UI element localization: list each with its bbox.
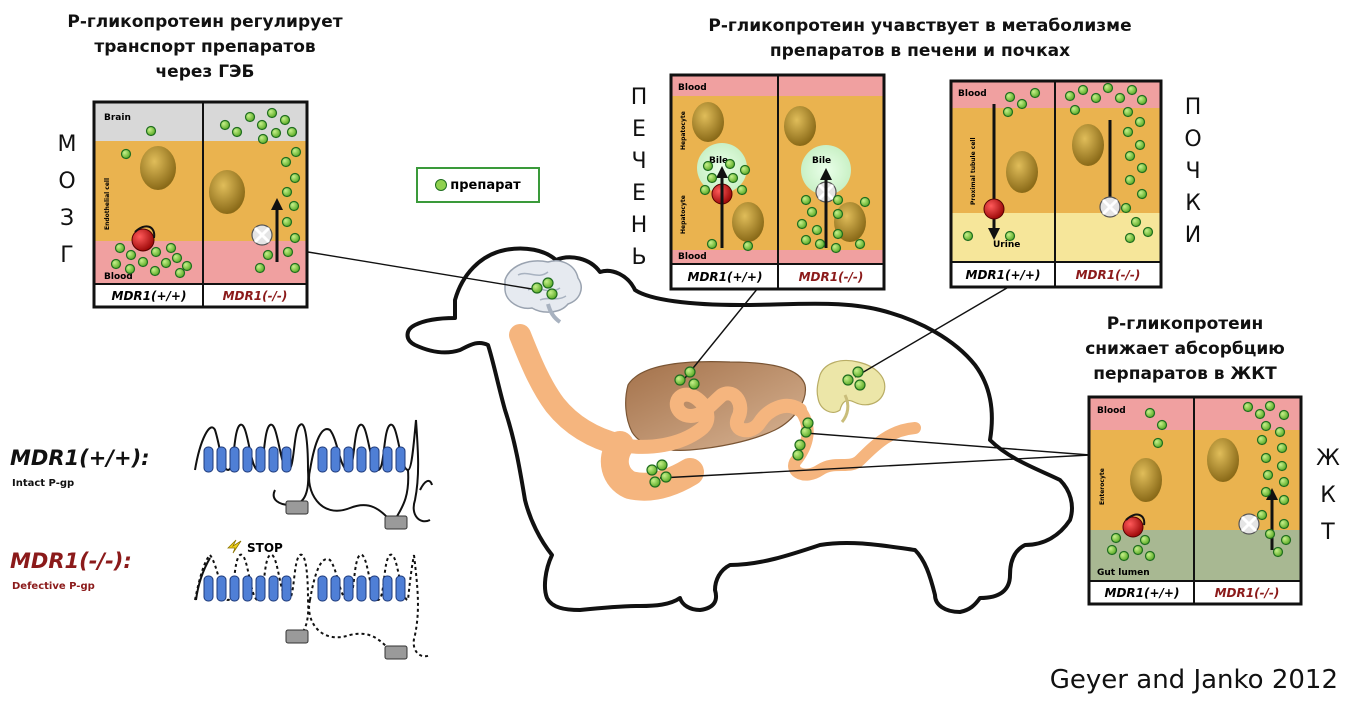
side-letter: П bbox=[1184, 95, 1202, 120]
heading-brain: Р-гликопротеин регулирует транспорт преп… bbox=[40, 10, 370, 85]
legend-drug: препарат bbox=[416, 167, 540, 203]
panel-liver-bile-1: Bile bbox=[709, 156, 728, 166]
panel-brain-top-label: Brain bbox=[104, 113, 131, 123]
stop-label: STOP bbox=[247, 541, 283, 555]
side-letter: Ч bbox=[1185, 159, 1201, 184]
heading-gut: Р-гликопротеин снижает абсорбцию перпара… bbox=[1060, 312, 1310, 387]
panel-brain-bottom-label: Blood bbox=[104, 272, 133, 282]
citation: Geyer and Janko 2012 bbox=[1049, 665, 1338, 695]
panel-brain-drugs bbox=[110, 107, 302, 279]
side-letter: Т bbox=[1321, 520, 1335, 545]
panel-gut-ko: MDR1(-/-) bbox=[1215, 586, 1280, 600]
side-letter: З bbox=[59, 206, 75, 231]
panel-brain-cell-label: Endothelial cell bbox=[104, 178, 111, 230]
panel-brain-wt: MDR1(+/+) bbox=[112, 289, 187, 303]
panel-brain-ko: MDR1(-/-) bbox=[223, 289, 288, 303]
panel-liver: Blood Blood Bile Bile Hepatocyte Hepatoc… bbox=[669, 73, 886, 291]
side-letter: Е bbox=[632, 117, 646, 142]
panel-gut-bottom-label: Gut lumen bbox=[1097, 568, 1150, 578]
side-letter: К bbox=[1320, 483, 1336, 508]
side-label-brain: М О З Г bbox=[52, 126, 82, 274]
pgp-defective-diagram: STOP bbox=[194, 539, 431, 660]
heading-brain-line-3: через ГЭБ bbox=[155, 62, 255, 82]
panel-liver-wt: MDR1(+/+) bbox=[688, 270, 763, 284]
pgp-intact-diagram bbox=[194, 419, 433, 530]
legend-drug-label: препарат bbox=[450, 177, 521, 193]
genotype-defective-label: MDR1(-/-): bbox=[10, 549, 132, 573]
side-label-liver: П Е Ч Е Н Ь bbox=[624, 82, 654, 274]
panel-liver-top-label: Blood bbox=[678, 83, 707, 93]
panel-kidney-bottom-label: Urine bbox=[993, 240, 1020, 250]
side-letter: Г bbox=[60, 243, 74, 268]
panel-gut-top-label: Blood bbox=[1097, 406, 1126, 416]
side-letter: К bbox=[1185, 191, 1201, 216]
kidney-organ bbox=[816, 359, 886, 423]
panel-liver-ko: MDR1(-/-) bbox=[799, 270, 864, 284]
side-letter: Е bbox=[632, 181, 646, 206]
drug-dot-icon bbox=[435, 179, 448, 191]
panel-gut: Blood Gut lumen Enterocyte MDR1(+/+) MDR… bbox=[1087, 395, 1303, 606]
organ-drug-dots bbox=[531, 277, 866, 488]
heading-brain-line-2: транспорт препаратов bbox=[94, 37, 316, 57]
genotype-intact-label: MDR1(+/+): bbox=[10, 446, 150, 470]
panel-kidney-drugs bbox=[962, 82, 1154, 244]
panel-liver-drugs bbox=[699, 158, 871, 254]
panel-gut-cell-label: Enterocyte bbox=[1099, 468, 1106, 505]
panel-brain: Brain Blood Endothelial cell MDR1(+/+) M… bbox=[92, 100, 309, 309]
genotype-defective-sub: Defective P-gp bbox=[12, 581, 95, 592]
panel-gut-drugs bbox=[1106, 400, 1292, 562]
brain-organ bbox=[504, 260, 582, 324]
side-letter: И bbox=[1184, 223, 1202, 248]
panel-kidney-ko: MDR1(-/-) bbox=[1076, 268, 1141, 282]
heading-gut-line-2: снижает абсорбцию bbox=[1085, 339, 1285, 359]
panel-kidney: Blood Urine Proximal tubule cell MDR1(+/… bbox=[949, 79, 1163, 289]
heading-liver-kidney: Р-гликопротеин учавствует в метаболизме … bbox=[620, 14, 1220, 64]
heading-brain-line-1: Р-гликопротеин регулирует bbox=[67, 12, 343, 32]
panel-liver-bottom-label: Blood bbox=[678, 252, 707, 262]
panel-liver-cell-label-1: Hepatocyte bbox=[680, 111, 687, 150]
lightning-icon bbox=[227, 539, 242, 554]
heading-gut-line-3: перпаратов в ЖКТ bbox=[1093, 364, 1277, 384]
connector-lines bbox=[307, 251, 1091, 479]
heading-liver-kidney-line-1: Р-гликопротеин учавствует в метаболизме bbox=[708, 16, 1132, 36]
heading-gut-line-1: Р-гликопротеин bbox=[1106, 314, 1264, 334]
panel-kidney-top-label: Blood bbox=[958, 89, 987, 99]
side-label-gut: Ж К Т bbox=[1313, 440, 1343, 551]
side-letter: О bbox=[58, 169, 76, 194]
intestine-organ bbox=[509, 324, 921, 501]
panel-kidney-wt: MDR1(+/+) bbox=[966, 268, 1041, 282]
genotype-intact-sub: Intact P-gp bbox=[12, 478, 75, 489]
side-letter: Ч bbox=[631, 149, 647, 174]
side-letter: Ж bbox=[1316, 446, 1340, 471]
side-letter: М bbox=[57, 132, 77, 157]
panel-gut-wt: MDR1(+/+) bbox=[1105, 586, 1180, 600]
heading-liver-kidney-line-2: препаратов в печени и почках bbox=[769, 41, 1071, 61]
side-letter: Ь bbox=[631, 245, 647, 270]
dog-silhouette bbox=[405, 246, 1074, 614]
side-letter: О bbox=[1184, 127, 1202, 152]
side-label-kidney: П О Ч К И bbox=[1178, 92, 1208, 252]
side-letter: Н bbox=[630, 213, 648, 238]
panel-kidney-cell-label: Proximal tubule cell bbox=[970, 137, 977, 205]
panel-liver-bile-2: Bile bbox=[812, 156, 831, 166]
panel-liver-cell-label-2: Hepatocyte bbox=[680, 195, 687, 234]
side-letter: П bbox=[630, 85, 648, 110]
